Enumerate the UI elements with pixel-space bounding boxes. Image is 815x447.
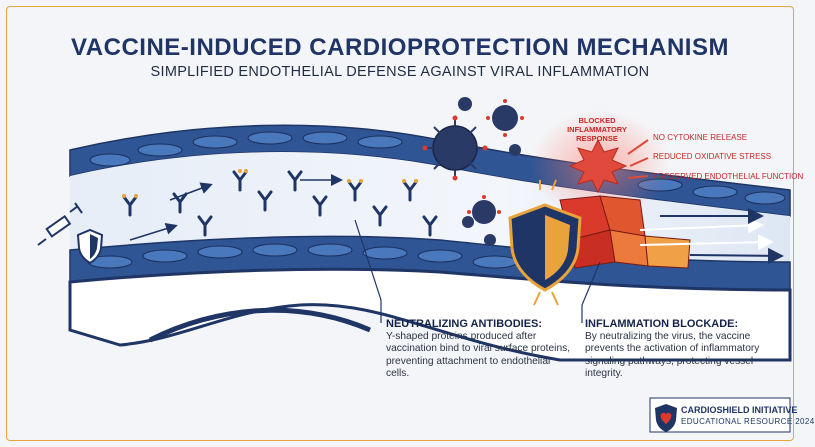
badge-subtitle: EDUCATIONAL RESOURCE 2024: [681, 417, 815, 426]
page-title: VACCINE-INDUCED CARDIOPROTECTION MECHANI…: [71, 34, 729, 61]
blockade-caption-heading: INFLAMMATION BLOCKADE:: [585, 318, 739, 330]
inflamed-cells: [559, 195, 691, 269]
blockade-callout-line: [581, 261, 601, 323]
virus-icon: [422, 115, 488, 181]
small-shield-icon: [76, 228, 104, 265]
blockade-caption-body: By neutralizing the virus, the vaccine p…: [585, 330, 760, 380]
antibodies-caption-body: Y-shaped proteins produced after vaccina…: [386, 330, 571, 380]
page-subtitle: SIMPLIFIED ENDOTHELIAL DEFENSE AGAINST V…: [150, 64, 650, 80]
frame-border: [6, 6, 794, 441]
antibodies-caption-heading: NEUTRALIZING ANTIBODIES:: [386, 318, 543, 330]
shield-icon: [508, 203, 582, 292]
flow-arrows: [639, 217, 774, 251]
inflammation-burst-icon: [568, 138, 628, 194]
virus-icon: [458, 97, 521, 246]
antibodies-caption: NEUTRALIZING ANTIBODIES: Y-shaped protei…: [386, 318, 576, 381]
syringe-icon: [37, 202, 83, 246]
effect-oxidative-stress: REDUCED OXIDATIVE STRESS: [653, 152, 772, 161]
effect-endothelial-function: PRESERVED ENDOTHELIAL FUNCTION: [653, 172, 804, 181]
badge-name: CARDIOSHIELD INITIATIVE: [681, 405, 798, 415]
effect-no-cytokine: NO CYTOKINE RELEASE: [653, 133, 748, 142]
blockade-caption: INFLAMMATION BLOCKADE: By neutralizing t…: [585, 318, 785, 381]
antibodies: [122, 170, 438, 237]
virus-icon: [486, 99, 524, 137]
blocked-response-label: BLOCKED INFLAMMATORY RESPONSE: [567, 116, 627, 143]
heart-shield-icon: [655, 404, 677, 432]
endothelial-cells-bottom: [87, 243, 518, 269]
antibody-callout-line: [354, 219, 382, 323]
